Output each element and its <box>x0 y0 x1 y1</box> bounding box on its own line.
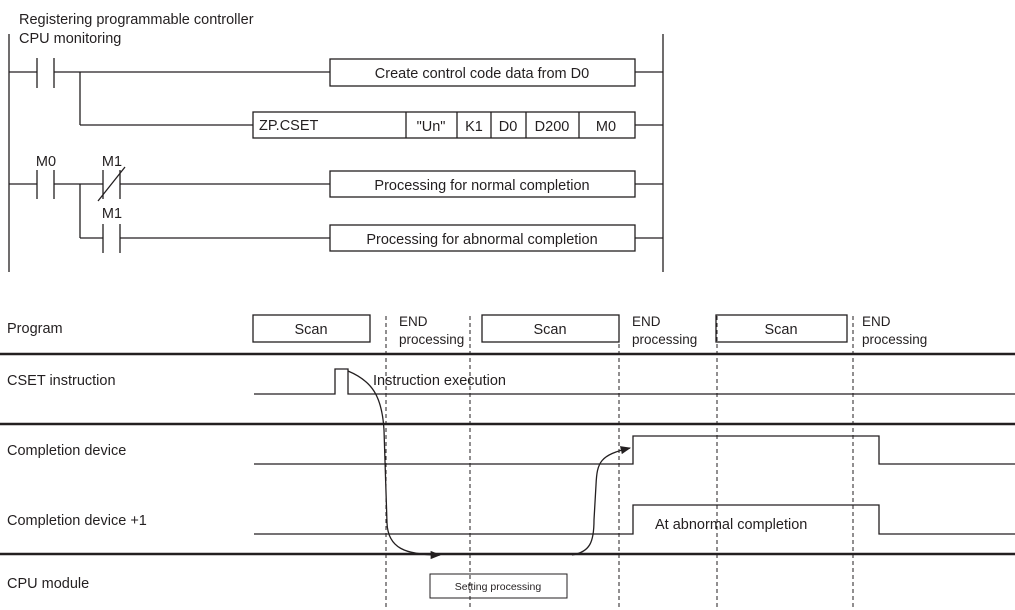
operand-d0: D0 <box>499 119 518 135</box>
scan-box-2 <box>481 314 620 343</box>
scan-box-1 <box>252 314 371 343</box>
create-control-code-label: Create control code data from D0 <box>375 66 589 82</box>
end-processing-label-3: processing <box>862 332 927 347</box>
end-label-2: END <box>632 314 661 329</box>
completion-device-plus1-waveform <box>254 504 1015 535</box>
row-label-program: Program <box>7 321 63 337</box>
rung-comment-line1: Registering programmable controller <box>19 12 254 28</box>
no-contact-icon <box>9 58 80 88</box>
contact-m0-label: M0 <box>36 154 56 170</box>
create-control-code-box <box>329 58 636 87</box>
abnormal-completion-annotation: At abnormal completion <box>655 517 807 533</box>
rung-comment-line2: CPU monitoring <box>19 31 121 47</box>
arrow-icon <box>571 446 632 556</box>
zp-cset-instruction: ZP.CSET "Un" K1 D0 D200 M0 <box>252 111 636 139</box>
end-label-1: END <box>399 314 428 329</box>
abnormal-completion-box <box>329 224 636 252</box>
row-label-cpu: CPU module <box>7 576 89 592</box>
end-processing-label-1: processing <box>399 332 464 347</box>
abnormal-completion-label: Processing for abnormal completion <box>366 232 597 248</box>
end-label-3: END <box>862 314 891 329</box>
scan-label-1: Scan <box>294 322 327 338</box>
completion-device-waveform <box>254 435 1015 465</box>
operand-m0: M0 <box>596 119 616 135</box>
scan-box-3 <box>715 314 848 343</box>
no-contact-icon <box>9 170 103 199</box>
normal-completion-label: Processing for normal completion <box>374 178 589 194</box>
operand-k1: K1 <box>465 119 483 135</box>
instruction-execution-label: Instruction execution <box>373 373 506 389</box>
setting-processing-label: Setting processing <box>455 581 542 593</box>
ladder-program: Registering programmable controller CPU … <box>8 12 664 272</box>
operand-un: "Un" <box>417 119 446 135</box>
contact-m1-nc-label: M1 <box>102 154 122 170</box>
no-contact-icon <box>80 224 121 253</box>
row-label-completion: Completion device <box>7 443 126 459</box>
arrow-icon <box>347 370 442 560</box>
cset-waveform <box>254 368 1015 395</box>
scan-label-2: Scan <box>533 322 566 338</box>
scan-label-3: Scan <box>764 322 797 338</box>
operand-d200: D200 <box>535 119 570 135</box>
timing-chart: Program CSET instruction Completion devi… <box>0 314 1015 610</box>
end-processing-label-2: processing <box>632 332 697 347</box>
setting-processing-box <box>429 573 568 599</box>
normal-completion-box <box>329 170 636 198</box>
contact-m1-no-label: M1 <box>102 206 122 222</box>
row-label-cset: CSET instruction <box>7 373 116 389</box>
instruction-name: ZP.CSET <box>259 118 319 134</box>
row-label-completion-plus1: Completion device +1 <box>7 513 147 529</box>
